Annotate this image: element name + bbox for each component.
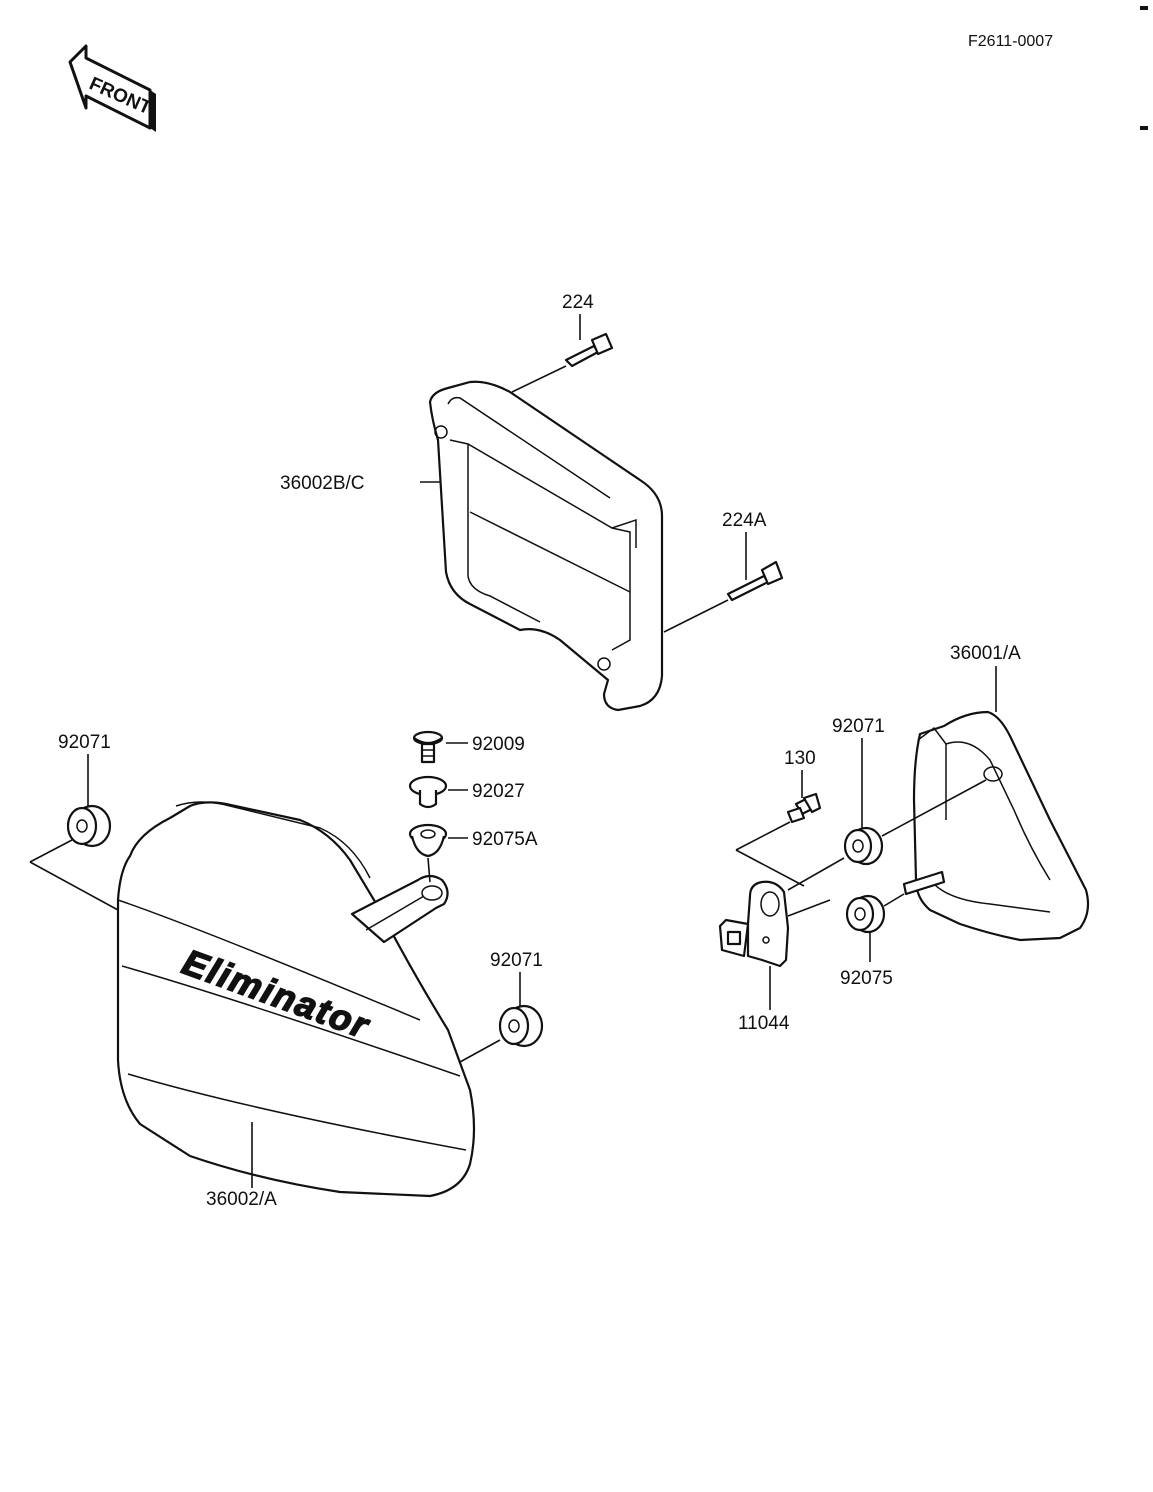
diagram-code: F2611-0007 xyxy=(968,33,1053,50)
label-36001a: 36001/A xyxy=(950,643,1021,664)
label-92071-left: 92071 xyxy=(58,732,111,753)
bolt-224a-icon xyxy=(726,560,784,602)
label-130: 130 xyxy=(784,748,816,769)
collar-92027-icon xyxy=(408,775,448,809)
screw-92009-icon xyxy=(412,730,444,764)
screw-130-icon xyxy=(786,792,822,824)
label-11044: 11044 xyxy=(738,1013,790,1034)
cover-36001a xyxy=(902,710,1090,942)
grommet-92071-lower-icon xyxy=(498,1004,544,1048)
front-arrow-icon: FRONT xyxy=(68,44,156,132)
grommet-92075-icon xyxy=(845,894,886,934)
label-92009: 92009 xyxy=(472,734,525,755)
label-92075: 92075 xyxy=(840,968,893,989)
label-224a: 224A xyxy=(722,510,767,531)
bracket-11044-icon xyxy=(718,880,790,968)
label-92075a: 92075A xyxy=(472,829,538,850)
label-92027: 92027 xyxy=(472,781,525,802)
cover-36002bc xyxy=(428,380,664,712)
edge-mark-top xyxy=(1140,6,1148,10)
label-224: 224 xyxy=(562,292,594,313)
grommet-92075a-icon xyxy=(408,823,448,858)
bolt-224-icon xyxy=(564,332,614,368)
grommet-92071-left-icon xyxy=(66,804,112,848)
label-36002a: 36002/A xyxy=(206,1189,277,1210)
label-92071-lower: 92071 xyxy=(490,950,543,971)
label-36002bc: 36002B/C xyxy=(280,473,365,494)
cover-36002a: Eliminator xyxy=(116,801,476,1198)
grommet-92071-right-icon xyxy=(843,826,884,866)
label-92071-right: 92071 xyxy=(832,716,885,737)
edge-mark-mid xyxy=(1140,126,1148,130)
